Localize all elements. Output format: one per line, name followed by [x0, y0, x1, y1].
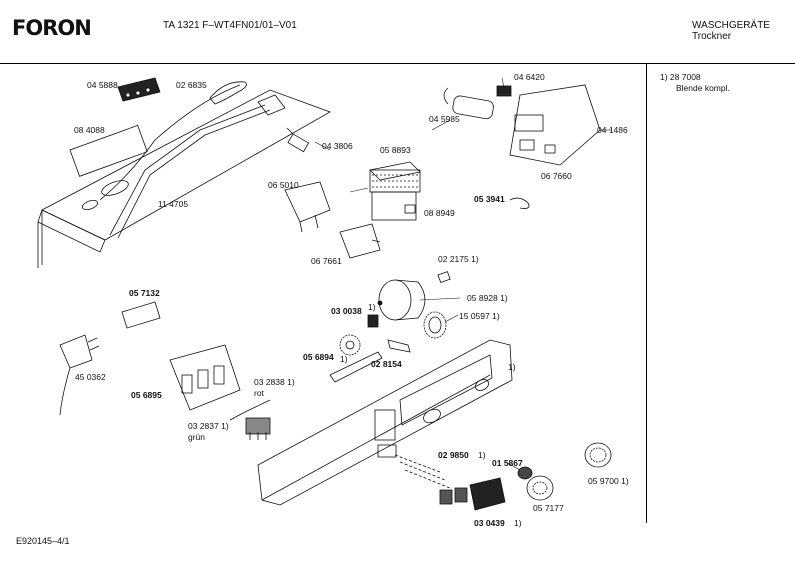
- leader-lines: [314, 77, 612, 471]
- part-label: 02 2175 1): [438, 254, 479, 264]
- part-label: 03 2837 1): [188, 421, 229, 431]
- part-label: 06 7661: [311, 256, 342, 266]
- lamp-part: [387, 339, 411, 353]
- module-part: [121, 301, 161, 329]
- part-label: 05 9700 1): [588, 476, 629, 486]
- part-label: 1): [514, 518, 522, 528]
- part-label: 05 3941: [474, 194, 505, 204]
- part-label: 08 4088: [74, 125, 105, 135]
- knob-insert: [517, 466, 533, 480]
- part-label: 04 5888: [87, 80, 118, 90]
- category-title: WASCHGERÄTE: [692, 20, 770, 31]
- footnote-line-2: Blende kompl.: [676, 83, 730, 93]
- part-label: 01 5867: [492, 458, 523, 468]
- part-label: 15 0597 1): [459, 311, 500, 321]
- power-cord: [59, 334, 100, 416]
- footnote-line-1: 1) 28 7008: [660, 72, 701, 82]
- lever-part: [329, 351, 383, 383]
- cylinder-part: [443, 87, 494, 120]
- timer-knob: [584, 442, 612, 468]
- motor-part: [377, 279, 426, 321]
- part-label: 04 1486: [597, 125, 628, 135]
- capacitor-part: [286, 127, 310, 153]
- part-label: 06 7660: [541, 171, 572, 181]
- connector-part: [496, 85, 512, 97]
- part-label: 04 5985: [429, 114, 460, 124]
- part-label: 05 7177: [533, 503, 564, 513]
- timer-assembly: [369, 161, 421, 221]
- header-divider: [0, 63, 795, 64]
- push-buttons: [394, 454, 506, 511]
- part-label: 05 6894: [303, 352, 334, 362]
- part-label: 1): [340, 354, 348, 364]
- part-label: 45 0362: [75, 372, 106, 382]
- subcategory-title: Trockner: [692, 31, 732, 42]
- part-label: 1): [368, 302, 376, 312]
- brand-logo: FORON: [12, 16, 92, 40]
- dial-part: [339, 334, 361, 356]
- part-label: 02 8154: [371, 359, 402, 369]
- relay-block: [169, 344, 241, 411]
- part-label: 06 5010: [268, 180, 299, 190]
- footnote: 1) 28 7008 Blende kompl.: [660, 72, 730, 94]
- push-switch: [339, 223, 381, 259]
- part-label: 03 0439: [474, 518, 505, 528]
- part-label: 05 7132: [129, 288, 160, 298]
- part-label: 11 4705: [158, 199, 189, 209]
- part-label: rot: [254, 388, 264, 398]
- control-board: [509, 84, 601, 166]
- part-label: 02 9850: [438, 450, 469, 460]
- gear-part: [423, 311, 447, 339]
- part-label: 05 8928 1): [467, 293, 508, 303]
- selector-switch: [284, 181, 331, 233]
- part-label: 1): [478, 450, 486, 460]
- small-fixing-part: [437, 271, 451, 284]
- console-frame: [37, 84, 331, 268]
- part-label: 04 6420: [514, 72, 545, 82]
- part-label: grün: [188, 432, 206, 442]
- part-label: 08 8949: [424, 208, 455, 218]
- part-label: 04 3806: [322, 141, 353, 151]
- large-knob: [526, 475, 554, 501]
- front-fascia: [257, 339, 513, 506]
- part-label: 03 2838 1): [254, 377, 295, 387]
- wire-part: [509, 197, 530, 209]
- part-label: 05 8893: [380, 145, 411, 155]
- notes-divider: [646, 63, 647, 523]
- part-label: 05 6895: [131, 390, 162, 400]
- part-label: 02 6835: [176, 80, 207, 90]
- bracket-part: [209, 81, 247, 105]
- clip-part: [367, 314, 379, 328]
- model-number: TA 1321 F–WT4FN01/01–V01: [163, 20, 297, 31]
- terminal-block: [117, 77, 161, 102]
- part-label: 03 0038: [331, 306, 362, 316]
- indicator-leads: [229, 399, 271, 440]
- part-label: 1): [508, 362, 516, 372]
- document-code: E920145–4/1: [16, 536, 70, 546]
